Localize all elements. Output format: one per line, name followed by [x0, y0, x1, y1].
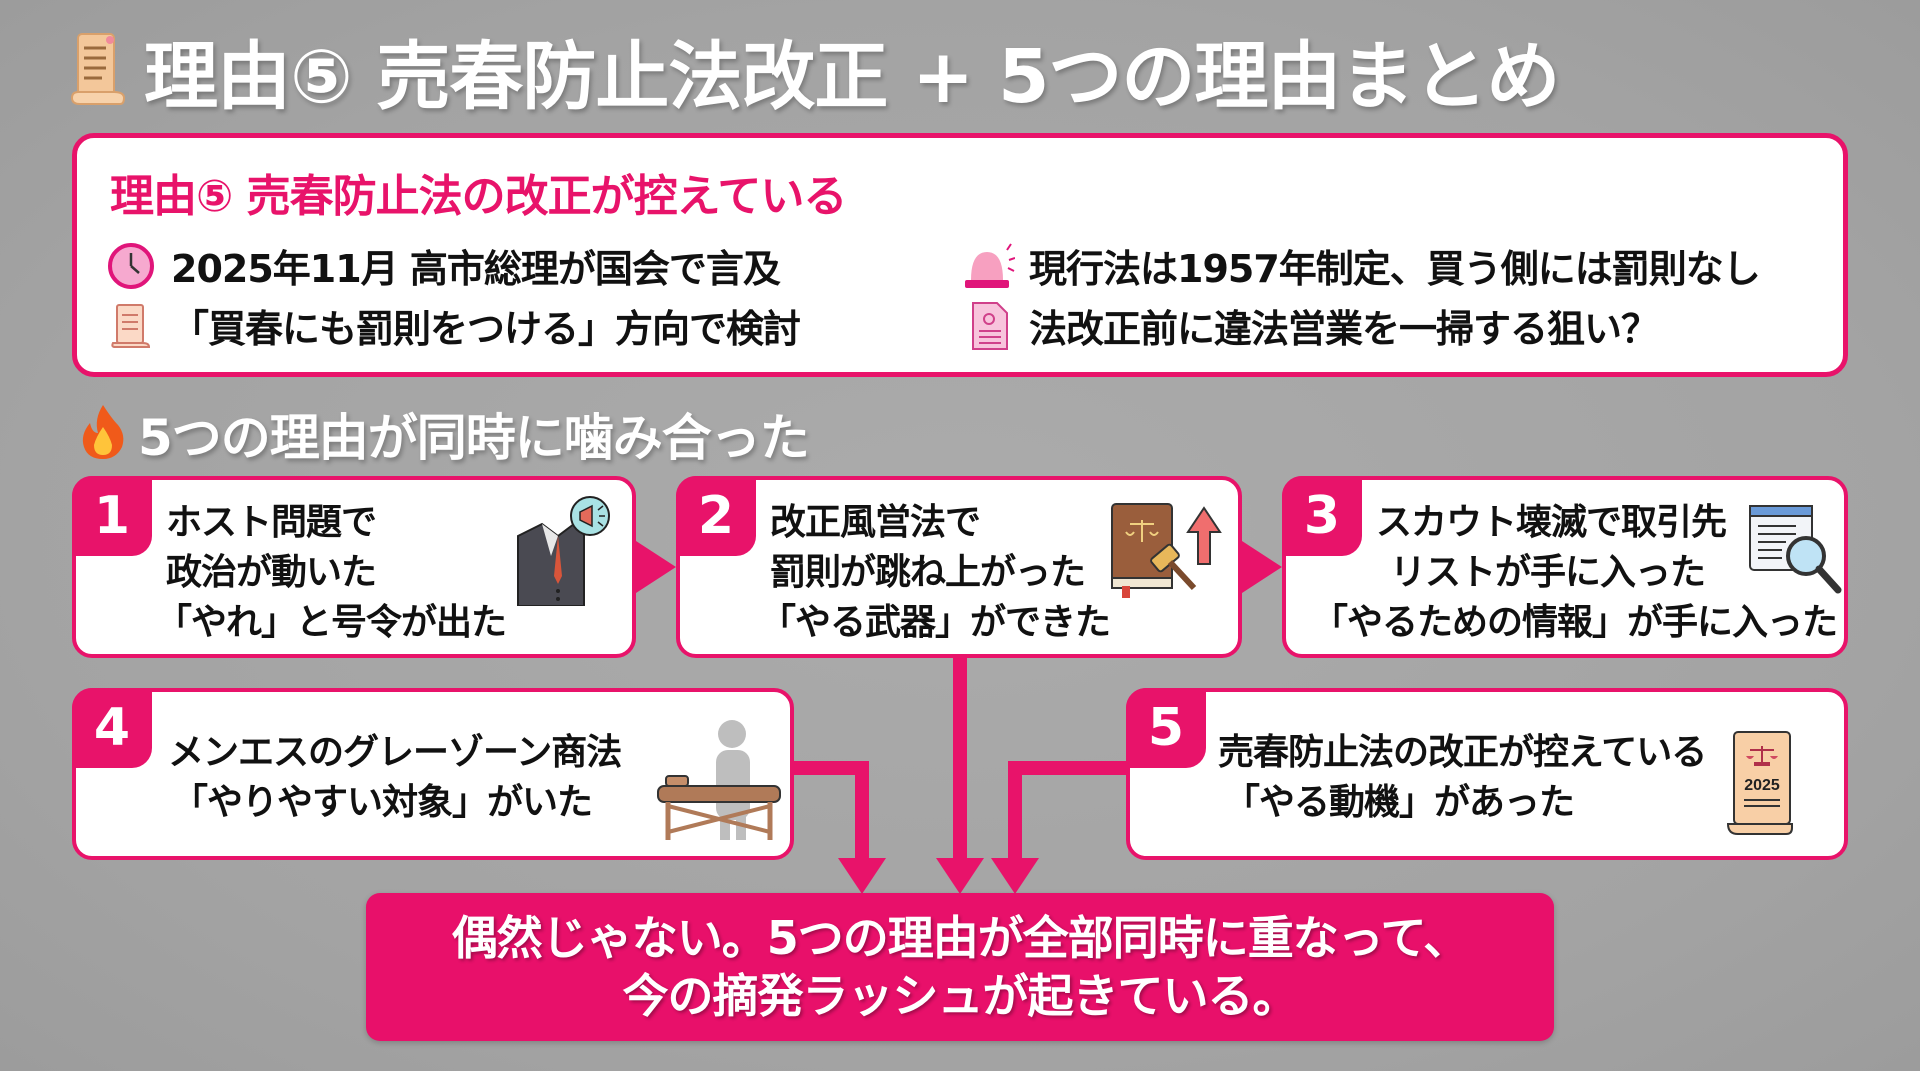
- section-heading-text: 5つの理由が同時に噛み合った: [138, 409, 810, 467]
- arrow-right-1-to-2: [636, 541, 676, 593]
- reason-text: 売春防止法の改正が控えている 「やる動機」があった: [1218, 732, 1707, 823]
- arrow-down-5: [991, 858, 1039, 894]
- bullet-current-law: 現行法は1957年制定、買う側には罰則なし: [963, 238, 1761, 293]
- reason-number-badge: 5: [1126, 688, 1206, 768]
- connector-line-5-v: [1008, 761, 1022, 866]
- list-magnifier-icon: [1746, 502, 1846, 602]
- reason-5-detail-box: 理由⑤ 売春防止法の改正が控えている 2025年11月 高市総理が国会で言及 「…: [72, 133, 1848, 377]
- bullet-text: 「買春にも罰則をつける」方向で検討: [171, 307, 801, 351]
- reason-card-1: 1 ホスト問題で 政治が動いた 「やれ」と号令が出た: [72, 476, 636, 658]
- bullet-aim: 法改正前に違法営業を一掃する狙い？: [963, 298, 1659, 353]
- bullet-text: 現行法は1957年制定、買う側には罰則なし: [1029, 247, 1761, 291]
- scroll-icon: [70, 30, 126, 110]
- reason-text: スカウト壊滅で取引先 リストが手に入った 「やるための情報」が手に入った: [1312, 502, 1838, 643]
- conclusion-line-1: 偶然じゃない。5つの理由が全部同時に重なって、: [451, 911, 1469, 965]
- reason-card-2: 2 改正風営法で 罰則が跳ね上がった 「やる武器」ができた: [676, 476, 1242, 658]
- law-scroll-2025-icon: 2025: [1726, 728, 1796, 842]
- bullet-text: 2025年11月 高市総理が国会で言及: [171, 247, 781, 291]
- reason-number-badge: 4: [72, 688, 152, 768]
- reason-box-heading: 理由⑤ 売春防止法の改正が控えている: [110, 171, 847, 222]
- arrow-down-4: [838, 858, 886, 894]
- page-title: 理由⑤ 売春防止法改正 + 5つの理由まとめ: [70, 20, 1560, 120]
- svg-text:2025: 2025: [1744, 777, 1780, 794]
- reason-card-3: 3 スカウト壊滅で取引先 リストが手に入った 「やるための情報」が手に入った: [1282, 476, 1848, 658]
- connector-line-2: [953, 656, 967, 866]
- bullet-date: 2025年11月 高市総理が国会で言及: [105, 238, 781, 293]
- bullet-text: 法改正前に違法営業を一掃する狙い？: [1029, 307, 1659, 351]
- reason-number-badge: 2: [676, 476, 756, 556]
- siren-icon: [963, 240, 1015, 292]
- connector-line-4-v: [855, 761, 869, 866]
- arrow-down-2: [936, 858, 984, 894]
- reason-text: メンエスのグレーゾーン商法 「やりやすい対象」がいた: [168, 732, 622, 823]
- reason-text: ホスト問題で 政治が動いた 「やれ」と号令が出た: [156, 502, 507, 643]
- connector-line-5-h: [1008, 761, 1128, 775]
- massage-table-icon: [654, 716, 784, 850]
- reason-number-badge: 3: [1282, 476, 1362, 556]
- scroll-icon: [105, 300, 157, 352]
- clock-icon: [105, 240, 157, 292]
- reason-card-4: 4 メンエスのグレーゾーン商法 「やりやすい対象」がいた: [72, 688, 794, 860]
- connector-line-4-h: [785, 761, 869, 775]
- law-book-gavel-icon: [1108, 500, 1224, 604]
- reason-number-badge: 1: [72, 476, 152, 556]
- fire-icon: [78, 403, 128, 465]
- reason-text: 改正風営法で 罰則が跳ね上がった 「やる武器」ができた: [760, 502, 1111, 643]
- bullet-proposal: 「買春にも罰則をつける」方向で検討: [105, 298, 801, 353]
- conclusion-line-2: 今の摘発ラッシュが起きている。: [622, 969, 1299, 1023]
- conclusion-banner: 偶然じゃない。5つの理由が全部同時に重なって、 今の摘発ラッシュが起きている。: [366, 893, 1554, 1041]
- document-icon: [963, 300, 1015, 352]
- main-title-text: 理由⑤ 売春防止法改正 + 5つの理由まとめ: [144, 33, 1560, 120]
- section-heading: 5つの理由が同時に噛み合った: [78, 398, 810, 470]
- arrow-right-2-to-3: [1242, 541, 1282, 593]
- suit-megaphone-icon: [508, 496, 618, 610]
- reason-card-5: 5 売春防止法の改正が控えている 「やる動機」があった 2025: [1126, 688, 1848, 860]
